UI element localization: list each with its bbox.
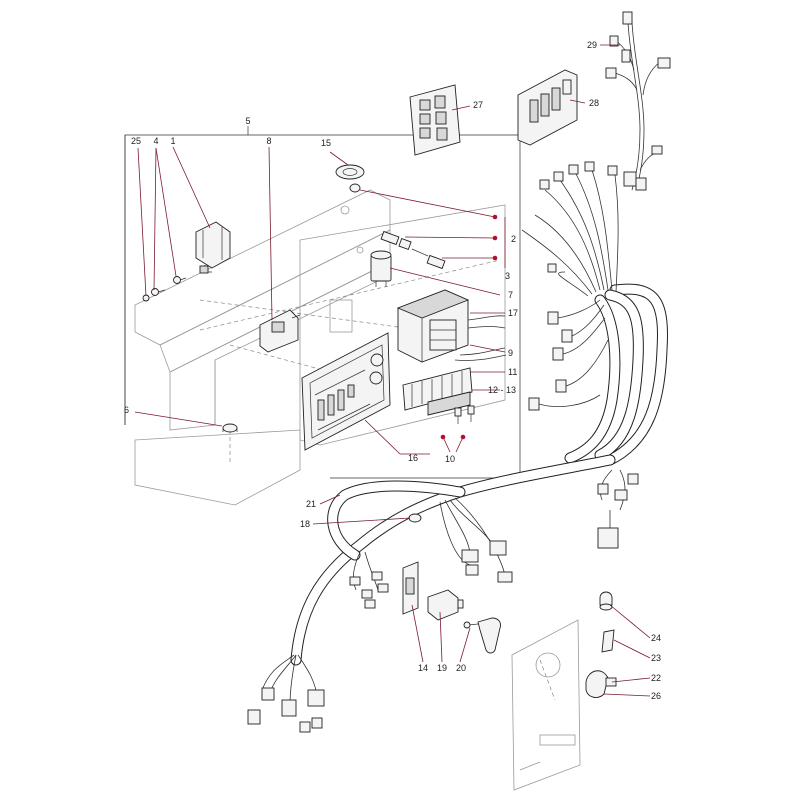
part-1-transformer — [195, 221, 231, 274]
part-29-harness — [605, 11, 671, 191]
marker-dot — [492, 255, 498, 261]
callout-24: 24 — [651, 633, 661, 643]
part-8-board — [259, 309, 301, 353]
leader-lines — [134, 44, 651, 697]
marker-dot — [440, 434, 446, 440]
assembly-frame — [124, 126, 521, 479]
callout-27: 27 — [473, 100, 483, 110]
callout-2: 2 — [511, 234, 516, 244]
part-15-grommet — [335, 164, 365, 193]
part-24-clamp — [599, 591, 613, 611]
callout-16: 16 — [408, 453, 418, 463]
callout-11: 11 — [508, 367, 517, 377]
callout-15: 15 — [321, 138, 331, 148]
part-17-transformer — [396, 289, 507, 363]
callout-17: 17 — [508, 308, 518, 318]
callout-1: 1 — [170, 136, 175, 146]
part-20-probe — [463, 617, 501, 654]
callout-8: 8 — [266, 136, 271, 146]
part-16-control-board — [301, 332, 391, 451]
main-harness — [247, 161, 668, 733]
callout-6: 6 — [124, 405, 129, 415]
callout-12-13: 12 - 13 — [488, 385, 516, 395]
marker-dot — [492, 214, 498, 220]
part-23-clip — [601, 629, 615, 653]
part-18-clip — [408, 513, 422, 523]
marker-dots — [440, 214, 498, 440]
part-27-board — [409, 84, 461, 156]
callout-21: 21 — [306, 499, 316, 509]
callout-25: 25 — [131, 136, 141, 146]
part-11-terminal-strip — [402, 367, 473, 411]
part-14-bracket — [402, 561, 419, 615]
callout-10: 10 — [445, 454, 455, 464]
rear-panel — [511, 619, 581, 791]
part-6-foot — [222, 423, 238, 433]
callout-29: 29 — [587, 40, 597, 50]
part-7-capacitor — [370, 250, 392, 287]
callout-5: 5 — [245, 116, 250, 126]
part-4-screws — [142, 276, 187, 302]
callout-3: 3 — [505, 271, 510, 281]
marker-dot — [460, 434, 466, 440]
part-28-board — [517, 69, 578, 146]
callout-labels: 1 2 3 4 5 6 7 8 9 10 11 12 - 13 14 15 16… — [124, 40, 661, 701]
callout-23: 23 — [651, 653, 661, 663]
callout-7: 7 — [508, 290, 513, 300]
callout-22: 22 — [651, 673, 661, 683]
callout-19: 19 — [437, 663, 447, 673]
part-12-13-terminals — [427, 391, 475, 424]
callout-20: 20 — [456, 663, 466, 673]
callout-18: 18 — [300, 519, 310, 529]
callout-9: 9 — [508, 348, 513, 358]
callout-4: 4 — [153, 136, 158, 146]
part-22-cover — [585, 670, 617, 698]
marker-dot — [492, 235, 498, 241]
callout-14: 14 — [418, 663, 428, 673]
callout-28: 28 — [589, 98, 599, 108]
part-2-fuse-holder — [380, 230, 446, 270]
callout-26: 26 — [651, 691, 661, 701]
part-19-switch — [427, 589, 464, 621]
